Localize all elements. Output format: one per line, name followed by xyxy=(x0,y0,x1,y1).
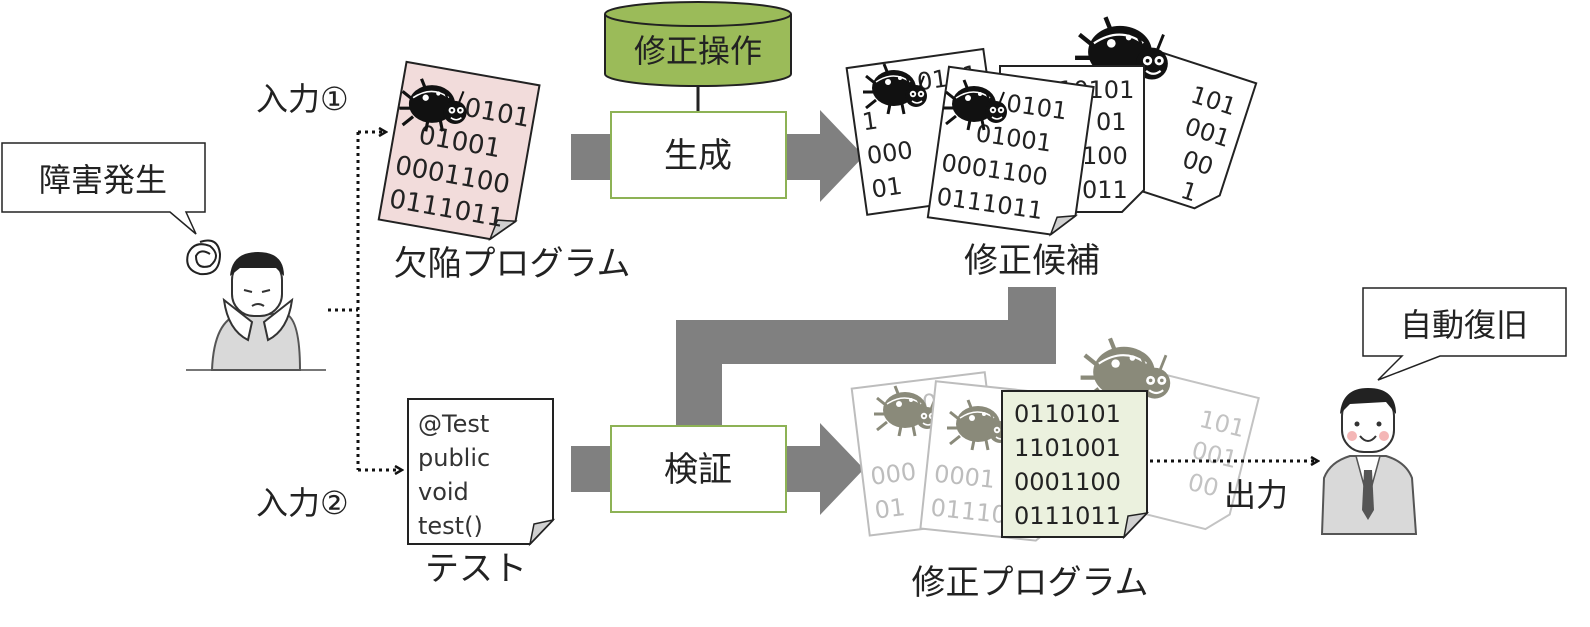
test-code-line-3: void xyxy=(418,478,469,506)
input-connectors xyxy=(328,132,402,470)
fixed-program-document: 0110101 1101001 0001100 0111011 xyxy=(1001,390,1150,540)
candidate-back1-line-3: 000 xyxy=(865,136,914,170)
test-code-line-4: test() xyxy=(418,512,483,540)
auto-recovery-speech-bubble: 自動復旧 xyxy=(1362,287,1567,381)
fixed-code-line-4: 0111011 xyxy=(1014,502,1121,530)
fixed-code-line-1: 0110101 xyxy=(1014,400,1121,428)
candidate-back1-line-2: 1 xyxy=(860,107,879,137)
verify-arrow: 検証 xyxy=(571,423,864,515)
candidate-feedback-connector xyxy=(676,287,1056,426)
fixed-code-line-3: 0001100 xyxy=(1014,468,1121,496)
candidate-back1-line-4: 01 xyxy=(870,172,904,204)
candidate-document-front: 0101 01001 0001100 0111011 xyxy=(926,65,1095,237)
incident-label: 障害発生 xyxy=(39,161,167,199)
scribble-icon xyxy=(186,239,222,276)
test-label: テスト xyxy=(425,549,527,589)
distressed-person-icon xyxy=(186,239,326,371)
candidate-back2-line-4: 011 xyxy=(1082,176,1128,204)
buggy-program-label: 欠陥プログラム xyxy=(394,244,631,284)
test-code-line-2: public xyxy=(418,444,490,472)
svg-text:0001: 0001 xyxy=(933,460,997,494)
candidate-back2-line-2: 01 xyxy=(1096,108,1127,136)
candidate-documents: 101 001 00 1 10101 01 100 011 0101 1 000 xyxy=(845,17,1258,237)
generate-label: 生成 xyxy=(664,136,732,176)
test-document: @Test public void test() xyxy=(407,398,556,547)
test-code-line-1: @Test xyxy=(418,410,489,438)
repair-ops-label: 修正操作 xyxy=(634,32,762,70)
fixed-program-label: 修正プログラム xyxy=(912,563,1149,603)
generate-arrow: 生成 xyxy=(571,110,864,202)
input2-label: 入力② xyxy=(256,484,349,522)
buggy-program-document: 0101 01001 0001100 0111011 xyxy=(377,60,541,242)
repair-operations-database-icon: 修正操作 xyxy=(604,1,792,112)
verify-label: 検証 xyxy=(664,450,732,490)
happy-person-icon xyxy=(1320,388,1418,535)
candidates-label: 修正候補 xyxy=(964,241,1100,281)
svg-text:000: 000 xyxy=(869,457,918,490)
svg-text:01: 01 xyxy=(873,493,907,525)
input1-label: 入力① xyxy=(256,80,349,118)
fixed-code-line-2: 1101001 xyxy=(1014,434,1121,462)
incident-speech-bubble: 障害発生 xyxy=(1,142,206,235)
auto-recovery-label: 自動復旧 xyxy=(1400,306,1528,344)
candidate-back2-line-3: 100 xyxy=(1082,142,1128,170)
output-label: 出力 xyxy=(1224,476,1288,514)
